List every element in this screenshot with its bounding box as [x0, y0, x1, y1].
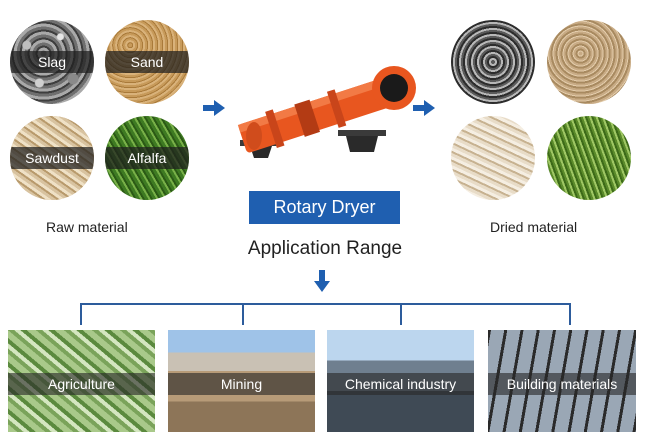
connector-drop — [569, 303, 571, 325]
connector-drop — [80, 303, 82, 325]
dried-material-caption: Dried material — [490, 219, 578, 235]
building-materials-label: Building materials — [488, 373, 636, 395]
arrow-right-icon — [203, 100, 225, 116]
product-title: Rotary Dryer — [249, 191, 400, 224]
dried-sand-image — [547, 20, 631, 104]
arrow-down-icon — [314, 270, 330, 292]
raw-sawdust-image: Sawdust — [10, 116, 94, 200]
raw-material-caption: Raw material — [46, 219, 128, 235]
dried-sawdust-image — [451, 116, 535, 200]
connector-drop — [242, 303, 244, 325]
raw-sand-image: Sand — [105, 20, 189, 104]
raw-slag-image: Slag — [10, 20, 94, 104]
raw-slag-label: Slag — [10, 51, 94, 73]
arrow-right-icon — [413, 100, 435, 116]
mining-label: Mining — [168, 373, 315, 395]
chemical-industry-label: Chemical industry — [327, 373, 474, 395]
application-range-heading: Application Range — [247, 238, 403, 259]
connector-horizontal — [80, 303, 571, 305]
mining-image: Mining — [168, 330, 315, 432]
raw-sand-label: Sand — [105, 51, 189, 73]
building-materials-image: Building materials — [488, 330, 636, 432]
connector-drop — [400, 303, 402, 325]
raw-alfalfa-image: Alfalfa — [105, 116, 189, 200]
agriculture-image: Agriculture — [8, 330, 155, 432]
rotary-dryer-icon — [237, 66, 416, 158]
dried-slag-image — [451, 20, 535, 104]
dried-alfalfa-image — [547, 116, 631, 200]
raw-sawdust-label: Sawdust — [10, 147, 94, 169]
agriculture-label: Agriculture — [8, 373, 155, 395]
raw-alfalfa-label: Alfalfa — [105, 147, 189, 169]
chemical-industry-image: Chemical industry — [327, 330, 474, 432]
